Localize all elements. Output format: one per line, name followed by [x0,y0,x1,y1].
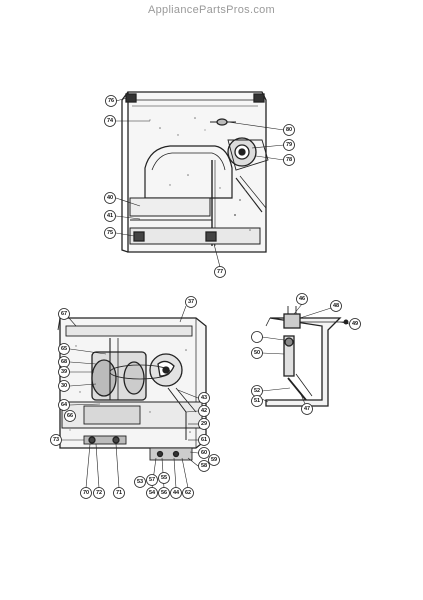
label-41: 41 [107,213,113,219]
label-48: 48 [333,303,339,309]
callout-77 [214,266,226,278]
callout-49 [349,318,361,330]
label-43: 43 [201,395,207,401]
label-57: 57 [149,477,155,483]
callouts-right [251,293,361,415]
callout-76 [105,95,117,107]
label-71: 71 [116,490,122,496]
label-51: 51 [254,398,260,404]
right-bracket-assembly [261,303,350,407]
label-74: 74 [107,118,114,124]
callout-71 [113,487,125,499]
callout-70 [80,487,92,499]
callout-41 [104,210,116,222]
label-68: 68 [61,359,67,365]
callout-56 [158,487,170,499]
label-62: 62 [185,490,191,496]
callout-48 [330,300,342,312]
label-75: 75 [107,230,113,236]
label-42: 42 [201,408,207,414]
watermark: AppliancePartsPros.com [147,4,276,16]
callout-labels-left: 67 37 65 68 39 30 64 66 43 42 29 73 61 6… [53,299,217,496]
label-55: 55 [161,475,167,481]
label-66: 66 [67,413,73,419]
label-54: 54 [149,490,156,496]
label-44: 44 [173,490,180,496]
label-29: 29 [201,421,207,427]
label-65: 65 [61,346,67,352]
callout-66 [64,410,76,422]
callout-54 [146,487,158,499]
callout-57 [146,474,158,486]
label-67: 67 [61,311,67,317]
label-59: 59 [211,457,217,463]
callout-59 [208,454,220,466]
callout-55 [158,472,170,484]
label-53: 53 [137,479,143,485]
callout-74 [104,115,116,127]
callout-47 [301,403,313,415]
label-78: 78 [286,157,292,163]
callout-50 [251,347,263,359]
callout-79 [283,139,295,151]
callout-61 [198,434,210,446]
label-60: 60 [201,450,207,456]
callout-44 [170,487,182,499]
callouts-top [104,95,295,278]
callout-labels-right: 46 48 49 50 52 51 47 [254,296,358,412]
label-47: 47 [304,406,310,412]
label-58: 58 [201,463,207,469]
callout-75 [104,227,116,239]
callout-50a [251,331,263,343]
label-79: 79 [286,142,292,148]
callout-67 [58,308,70,320]
callout-78 [283,154,295,166]
callout-39 [58,366,70,378]
callout-labels-top: 76 74 80 79 78 40 41 75 77 [107,98,292,275]
label-80: 80 [286,127,292,133]
bottom-left-assembly [57,305,207,489]
top-assembly [115,91,285,268]
callout-73 [50,434,62,446]
label-50: 50 [254,350,260,356]
label-64: 64 [61,402,68,408]
callout-42 [198,405,210,417]
label-46: 46 [299,296,305,302]
callouts-left [50,296,220,499]
label-37: 37 [188,299,194,305]
label-76: 76 [108,98,114,104]
callout-43 [198,392,210,404]
callout-53 [134,476,146,488]
callout-65 [58,343,70,355]
label-72: 72 [96,490,102,496]
label-52: 52 [254,388,260,394]
callout-51 [251,395,263,407]
label-61: 61 [201,437,207,443]
label-40: 40 [107,195,113,201]
callout-46 [296,293,308,305]
callout-37 [185,296,197,308]
label-56: 56 [161,490,167,496]
label-70: 70 [83,490,89,496]
callout-60 [198,447,210,459]
label-77: 77 [217,269,223,275]
callout-30 [58,380,70,392]
callout-29 [198,418,210,430]
label-73: 73 [53,437,59,443]
callout-72 [93,487,105,499]
label-39: 39 [61,369,67,375]
label-30: 30 [61,383,67,389]
callout-80 [283,124,295,136]
callout-62 [182,487,194,499]
callout-40 [104,192,116,204]
callout-64 [58,399,70,411]
label-49: 49 [352,321,358,327]
callout-58 [198,460,210,472]
